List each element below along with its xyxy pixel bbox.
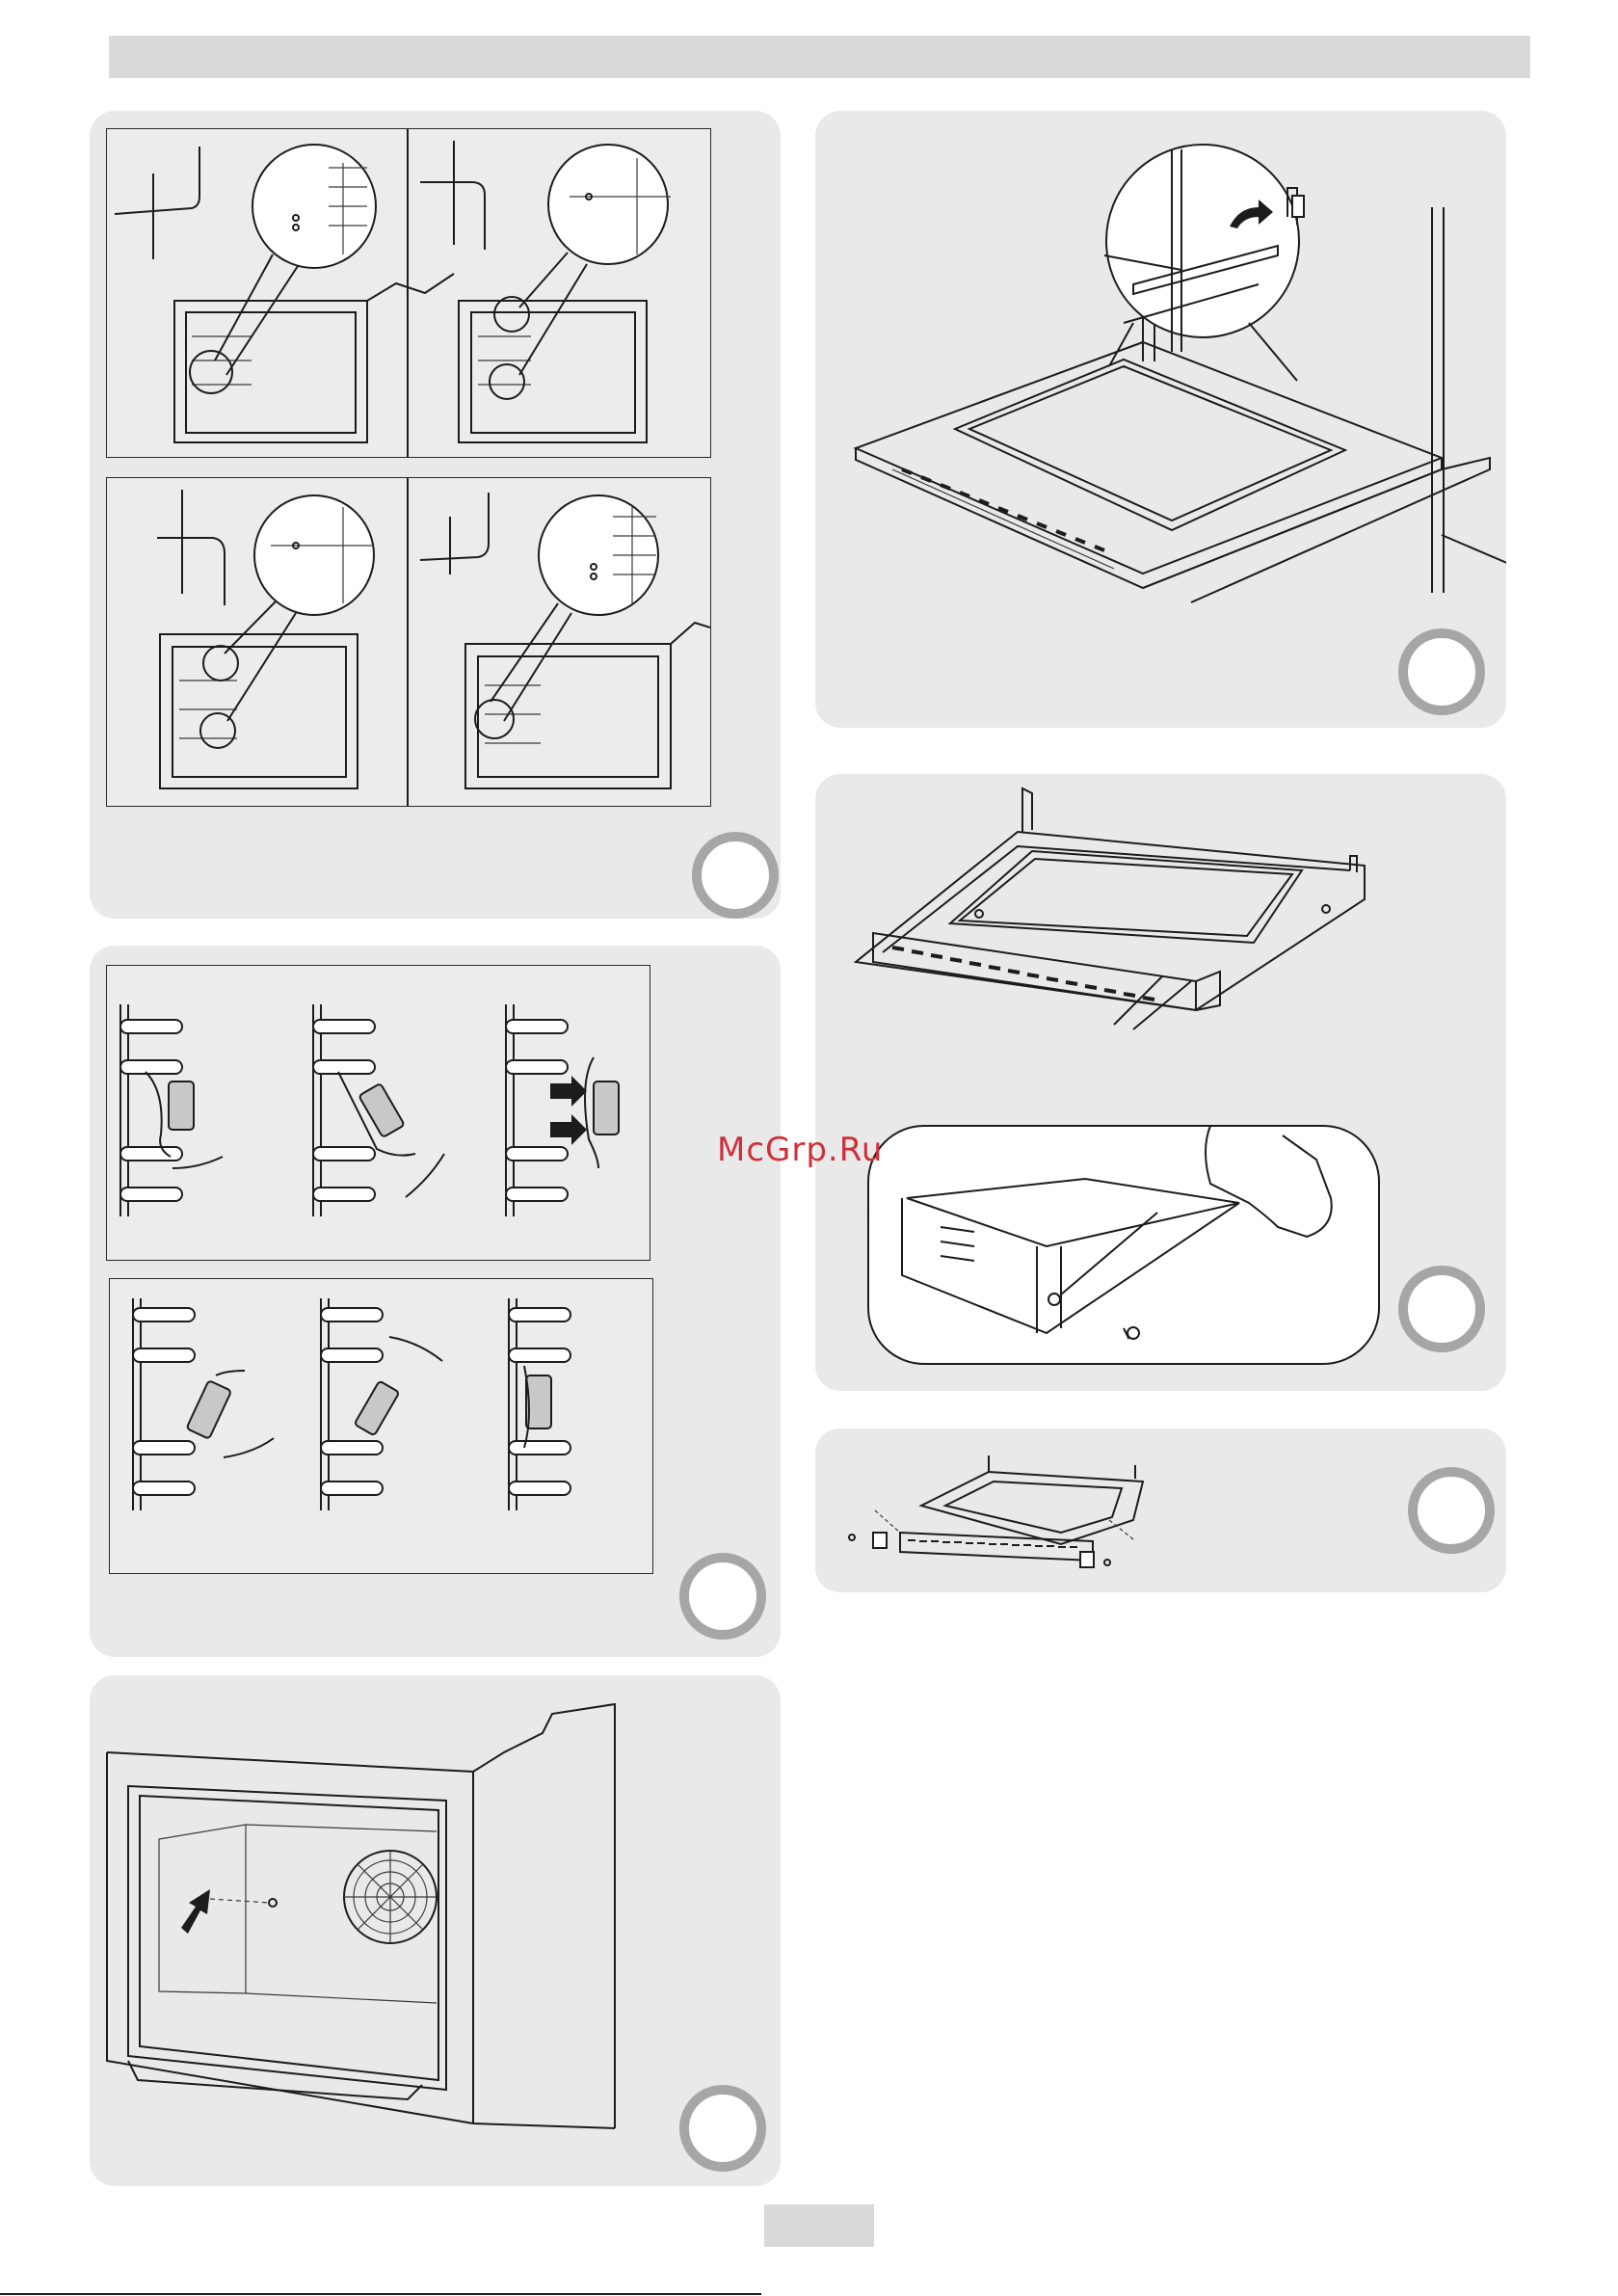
rear-panel-illustration	[90, 1675, 781, 2186]
figure-door-exploded	[815, 1428, 1506, 1592]
rack-frame-top	[106, 965, 650, 1261]
rack-illustration-bottom	[110, 1279, 652, 1573]
footer-rule	[0, 2293, 761, 2295]
figure-door-hinges	[815, 111, 1506, 728]
page-number-tab	[764, 2204, 874, 2247]
figure-frame-bottom	[106, 477, 711, 807]
step-badge-rear-panel	[679, 2085, 766, 2172]
figure-door-screws	[815, 774, 1506, 1391]
step-badge-door-hinges	[1398, 628, 1485, 715]
header-bar	[109, 36, 1530, 78]
figure-shelf-supports	[90, 111, 781, 919]
figure-rack-position	[90, 946, 781, 1657]
watermark-text: McGrp.Ru	[717, 1131, 883, 1169]
figure-rear-panel	[90, 1675, 781, 2186]
step-badge-shelf-supports	[692, 832, 779, 919]
shelf-support-illustration-top	[107, 129, 710, 457]
door-hinges-illustration	[815, 111, 1506, 728]
door-exploded-illustration	[815, 1428, 1506, 1592]
step-badge-door-exploded	[1408, 1467, 1495, 1554]
figure-frame-top	[106, 128, 711, 458]
rack-frame-bottom	[109, 1278, 653, 1574]
rack-illustration-top	[107, 966, 650, 1260]
step-badge-rack-position	[679, 1553, 766, 1640]
shelf-support-illustration-bottom	[107, 478, 710, 806]
step-badge-door-screws	[1398, 1266, 1485, 1352]
